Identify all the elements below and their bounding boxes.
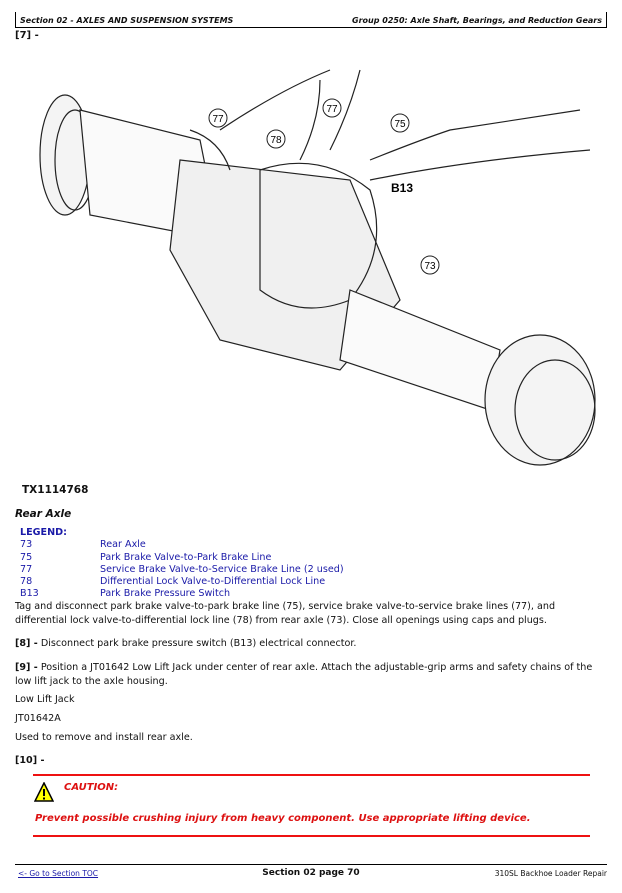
legend: LEGEND: 73 Rear Axle 75 Park Brake Valve-t…: [20, 527, 344, 601]
legend-label: Service Brake Valve-to-Service Brake Lin…: [100, 563, 344, 575]
step-7-label: [7] -: [15, 30, 39, 41]
legend-num: 78: [20, 576, 33, 588]
legend-num: 77: [20, 563, 33, 575]
callout-77b: 77: [326, 104, 338, 115]
caution-divider-top: [33, 774, 590, 776]
legend-label: Park Brake Valve-to-Park Brake Line: [100, 551, 272, 563]
caution-title: CAUTION:: [64, 782, 119, 793]
callout-b13: B13: [391, 181, 413, 195]
rear-axle-illustration: 77 77 78 75 B13 73: [39, 69, 596, 466]
legend-item: 73 Rear Axle: [20, 539, 344, 551]
legend-label: Park Brake Pressure Switch: [100, 588, 231, 600]
step-10-label: [10] -: [15, 755, 45, 766]
caution-divider-bottom: [33, 835, 590, 837]
manual-title: 310SL Backhoe Loader Repair: [494, 869, 607, 878]
tool-name: Low Lift Jack: [15, 694, 75, 705]
callout-73: 73: [424, 261, 436, 272]
tool-use: Used to remove and install rear axle.: [15, 732, 193, 743]
callout-75: 75: [394, 119, 406, 130]
warning-icon: [34, 782, 54, 802]
legend-item: 77 Service Brake Valve-to-Service Brake L…: [20, 564, 344, 576]
tool-number: JT01642A: [15, 713, 61, 724]
step-9-label: [9] -: [15, 662, 38, 673]
step-7-text: Tag and disconnect park brake valve-to-p…: [15, 601, 556, 626]
legend-num: 75: [20, 551, 33, 563]
legend-item: B13 Park Brake Pressure Switch: [20, 588, 344, 600]
page-footer: [15, 864, 607, 865]
legend-item: 78 Differential Lock Valve-to-Differentia…: [20, 576, 344, 588]
section-toc-link[interactable]: <- Go to Section TOC: [18, 869, 99, 878]
caution-text: Prevent possible crushing injury from he…: [35, 813, 531, 824]
page-number: Section 02 page 70: [262, 868, 360, 878]
legend-label: Differential Lock Valve-to-Differential …: [100, 576, 326, 588]
page-header: Section 02 - AXLES AND SUSPENSION SYSTEM…: [15, 12, 607, 28]
callout-78: 78: [270, 135, 282, 146]
step-9-text: Position a JT01642 Low Lift Jack under c…: [15, 662, 593, 687]
legend-label: Rear Axle: [100, 539, 146, 551]
step-8-label: [8] -: [15, 638, 38, 649]
callout-77a: 77: [212, 114, 224, 125]
step-8-text: Disconnect park brake pressure switch (B…: [37, 638, 357, 649]
legend-num: 73: [20, 539, 33, 551]
legend-item: 75 Park Brake Valve-to-Park Brake Line: [20, 552, 344, 564]
legend-num: B13: [20, 588, 39, 600]
figure-id: TX1114768: [22, 484, 89, 496]
legend-title: LEGEND:: [20, 527, 67, 538]
step-8: [8] - Disconnect park brake pressure swi…: [15, 638, 356, 649]
group-title: Group 0250: Axle Shaft, Bearings, and Re…: [352, 16, 602, 25]
step-9: [9] - Position a JT01642 Low Lift Jack u…: [15, 661, 610, 689]
section-title: Section 02 - AXLES AND SUSPENSION SYSTEM…: [20, 16, 234, 25]
figure-title: Rear Axle: [15, 508, 72, 520]
